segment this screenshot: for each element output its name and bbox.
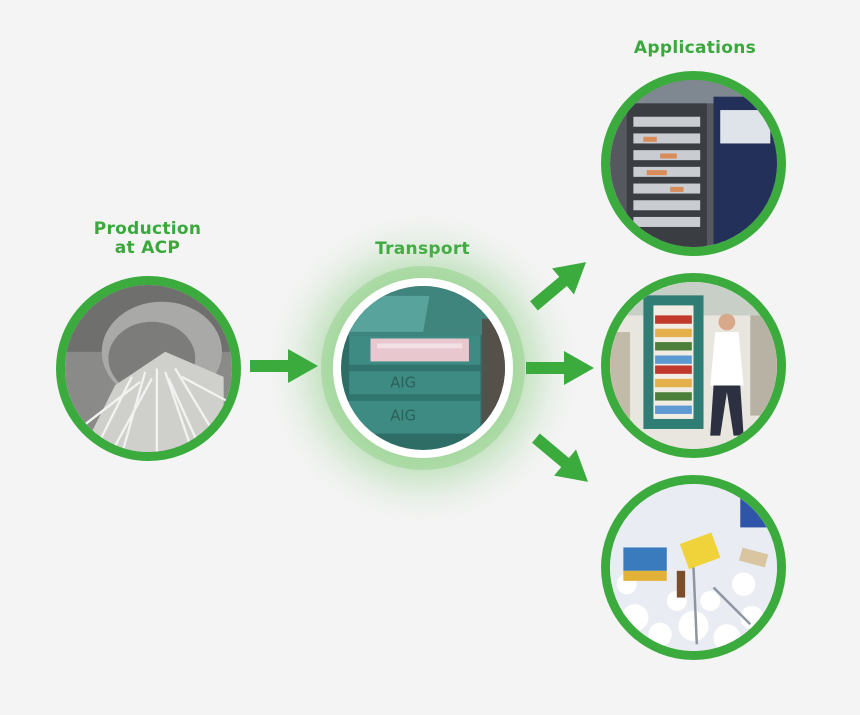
down-right-arrow-icon <box>532 433 589 482</box>
production-image <box>65 285 232 452</box>
application-circle-supermarket <box>601 273 786 458</box>
production-label-line2: at ACP <box>114 238 181 258</box>
svg-text:AIG: AIG <box>390 375 416 392</box>
application-circle-trolley <box>601 71 786 256</box>
application-circle-medical <box>601 475 786 660</box>
trolley-image <box>610 80 777 247</box>
svg-text:AIG: AIG <box>390 407 416 424</box>
transport-circle: AIG AIG <box>333 278 513 458</box>
production-label: Production at ACP <box>80 220 215 258</box>
production-circle <box>56 276 241 461</box>
right-arrow-icon <box>526 351 594 385</box>
production-label-line1: Production <box>93 219 202 239</box>
up-right-arrow-icon <box>530 262 587 311</box>
applications-label: Applications <box>633 38 757 58</box>
transport-image: AIG AIG <box>341 286 505 450</box>
supermarket-image <box>610 282 777 449</box>
right-arrow-icon <box>250 349 318 383</box>
transport-label: Transport <box>375 239 470 259</box>
medical-image <box>610 484 777 651</box>
